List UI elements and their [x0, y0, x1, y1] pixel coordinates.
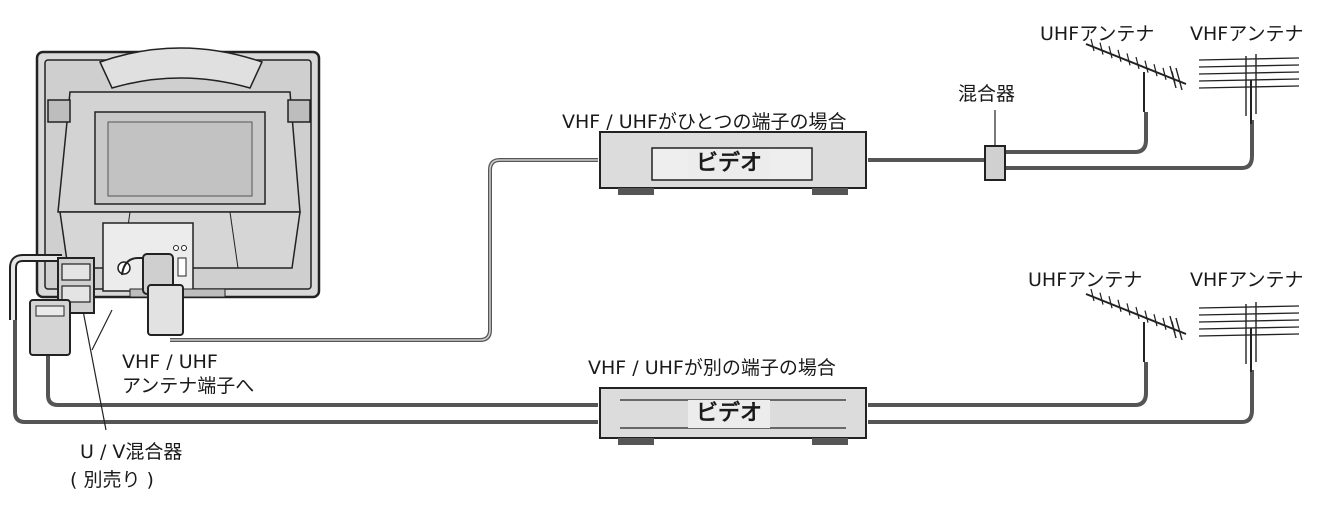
antenna-icon	[1198, 54, 1300, 124]
cables	[13, 112, 1254, 431]
tv-rear-icon	[35, 47, 321, 299]
vcr-label-top: ビデオ	[688, 150, 771, 178]
antenna-plug-icon	[121, 253, 184, 336]
antenna-terminal-label-line2: アンテナ端子へ	[122, 375, 255, 397]
antenna-icon	[1085, 288, 1187, 362]
uv-mixer-label-line1: U / V混合器	[80, 441, 183, 463]
vcr-label-bottom: ビデオ	[688, 400, 771, 428]
uhf-antenna-label-top: UHFアンテナ	[1040, 23, 1155, 45]
antenna-icon	[1198, 302, 1300, 372]
uv-mixer-icon	[9, 254, 95, 356]
vhf-antenna-label-top: VHFアンテナ	[1190, 23, 1304, 45]
case2-title: VHF / UHFが別の端子の場合	[588, 357, 836, 379]
vhf-antenna-label-bottom: VHFアンテナ	[1190, 269, 1304, 291]
antenna-terminal-label-line1: VHF / UHF	[122, 351, 218, 373]
antenna-icon	[1085, 38, 1187, 112]
mixer-label: 混合器	[958, 83, 1016, 105]
case1-title: VHF / UHFがひとつの端子の場合	[562, 111, 847, 133]
uhf-antenna-label-bottom: UHFアンテナ	[1028, 269, 1143, 291]
mixer-icon	[984, 110, 1006, 181]
uv-mixer-label-line2: ( 別売り )	[70, 469, 154, 491]
